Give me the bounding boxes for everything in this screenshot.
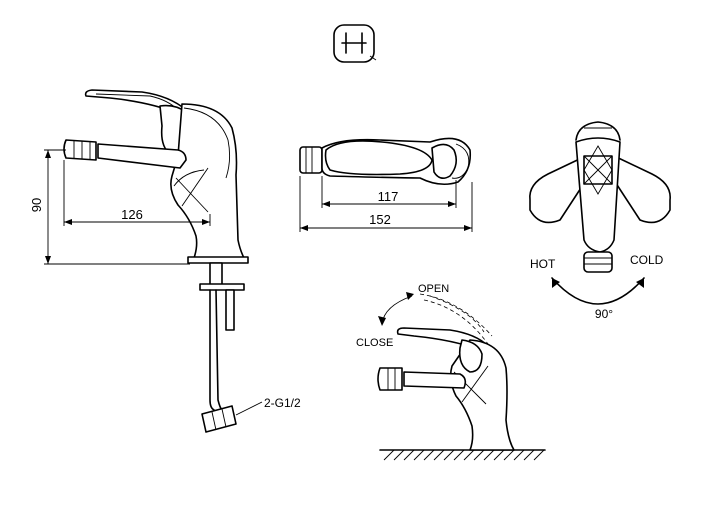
cold-label: COLD [630,253,664,267]
top-view [299,137,473,232]
side-view [44,89,263,433]
angle-label: 90° [595,307,613,321]
dim-spout-reach-label: 126 [121,207,143,222]
operation-view [377,292,546,461]
dim-height-label: 90 [29,198,44,212]
dim-top-overall-label: 152 [369,212,391,227]
open-label: OPEN [418,283,449,295]
dim-top-inner-label: 117 [378,189,399,204]
hot-label: HOT [530,257,556,271]
cold-hot-symbol-icon [333,24,377,63]
connection-label: 2-G1/2 [264,396,301,410]
close-label: CLOSE [356,337,393,349]
front-view [529,121,671,305]
